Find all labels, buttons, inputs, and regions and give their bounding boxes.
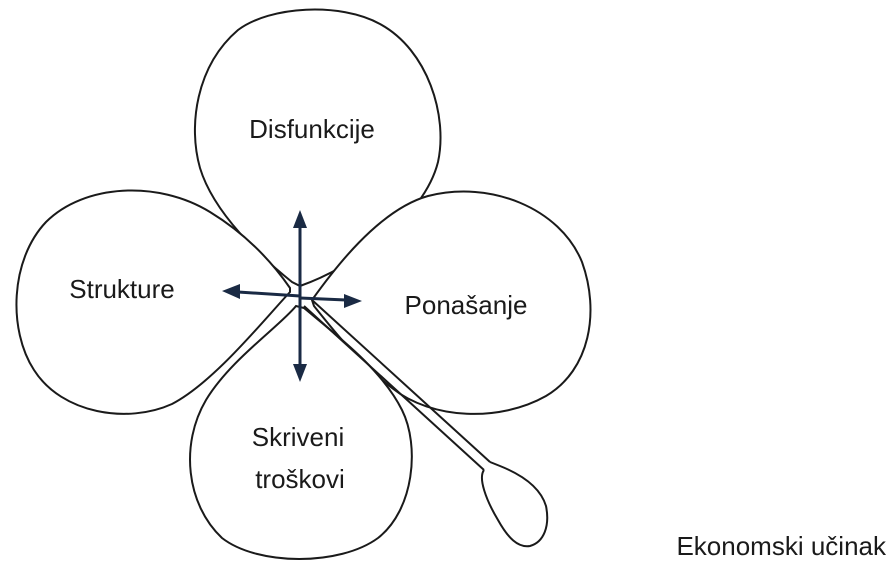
- label-skriveni: Skriveni: [252, 422, 344, 452]
- petal-ponasanje: [310, 190, 592, 415]
- arrow-down-head: [293, 364, 307, 382]
- label-ekonomski-ucinak: Ekonomski učinak: [676, 531, 887, 561]
- stem-outline: [311, 299, 491, 463]
- arrow-left-head: [222, 284, 240, 299]
- label-strukture: Strukture: [69, 274, 175, 304]
- arrow-up-head: [293, 210, 307, 228]
- arrow-right: [299, 296, 347, 302]
- stem-end: [480, 461, 549, 548]
- arrow-left: [237, 290, 301, 298]
- label-ponasanje: Ponašanje: [405, 290, 528, 320]
- stem: [303, 305, 485, 471]
- label-troskovi: troškovi: [255, 464, 345, 494]
- petal-strukture: [15, 189, 291, 415]
- petal-skriveni-troskovi: [189, 304, 413, 560]
- label-disfunkcije: Disfunkcije: [249, 114, 375, 144]
- arrow-right-head: [344, 294, 362, 308]
